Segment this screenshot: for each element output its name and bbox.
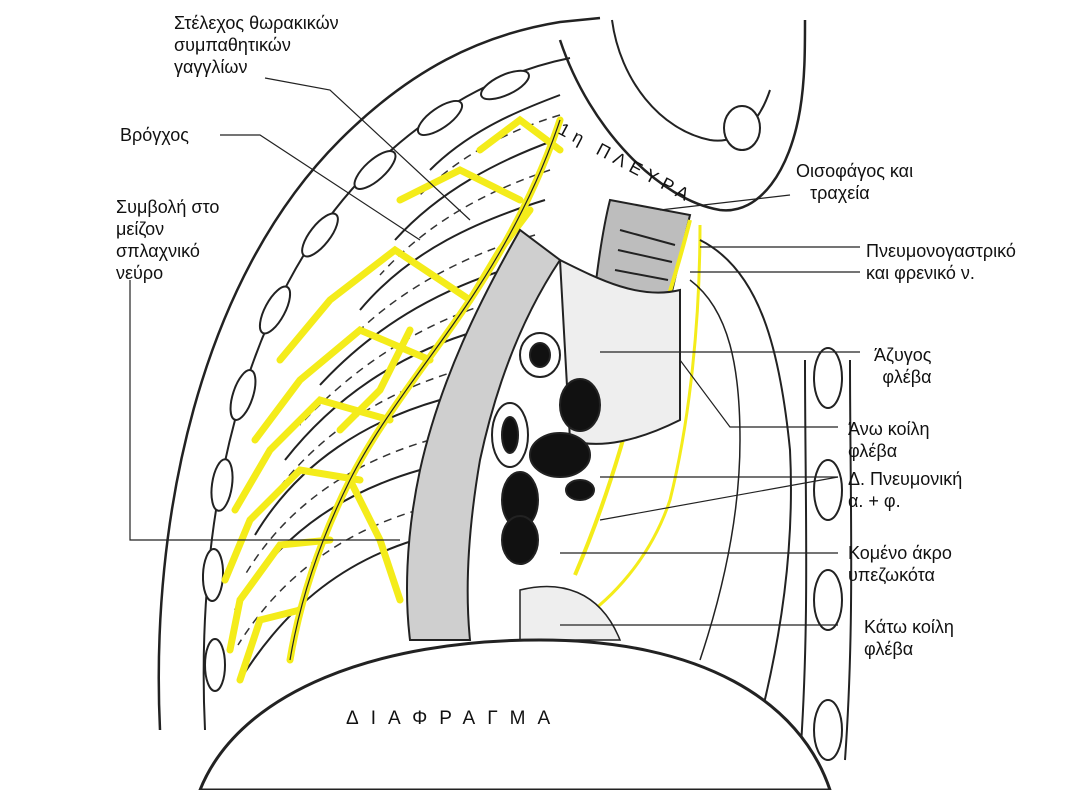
label-line: σπλαχνικό xyxy=(116,240,219,262)
rib-stack-right xyxy=(814,348,842,760)
rib-cross-section xyxy=(724,106,760,150)
label-line: νεύρο xyxy=(116,262,219,284)
label-line: Άζυγος xyxy=(874,344,931,366)
pericardium-inner xyxy=(690,280,740,660)
label-line: φλέβα xyxy=(848,440,930,462)
label-line: Κάτω κοίλη xyxy=(864,616,954,638)
label-pericardium-edge: Κομένο άκρο υπεζωκότα xyxy=(848,542,952,586)
label-ivc: Κάτω κοίλη φλέβα xyxy=(864,616,954,660)
label-line: φλέβα xyxy=(864,638,954,660)
label-vagus-phrenic: Πνευμονογαστρικό και φρενικό ν. xyxy=(866,240,1016,284)
label-line: Στέλεχος θωρακικών xyxy=(174,12,339,34)
right-wall-line xyxy=(800,360,806,760)
label-line: Πνευμονογαστρικό xyxy=(866,240,1016,262)
label-svc: Άνω κοίλη φλέβα xyxy=(848,418,930,462)
label-line: Συμβολή στο xyxy=(116,196,219,218)
label-line: Οισοφάγος και xyxy=(796,160,913,182)
label-line: μείζον xyxy=(116,218,219,240)
label-line: και φρενικό ν. xyxy=(866,262,1016,284)
label-splanchnic: Συμβολή στο μείζον σπλαχνικό νεύρο xyxy=(116,196,219,284)
label-line: γαγγλίων xyxy=(174,56,339,78)
label-line: Βρόγχος xyxy=(120,124,189,146)
label-line: Άνω κοίλη xyxy=(848,418,930,440)
label-sympathetic-trunk: Στέλεχος θωρακικών συμπαθητικών γαγγλίων xyxy=(174,12,339,78)
descending-vessel xyxy=(407,230,560,640)
label-line: Δ. Πνευμονική xyxy=(848,468,962,490)
label-line: συμπαθητικών xyxy=(174,34,339,56)
label-line: υπεζωκότα xyxy=(848,564,952,586)
label-esophagus: Οισοφάγος και τραχεία xyxy=(796,160,913,204)
label-line: τραχεία xyxy=(796,182,913,204)
pericardium xyxy=(700,240,791,720)
label-line: φλέβα xyxy=(874,366,931,388)
label-azygos: Άζυγος φλέβα xyxy=(874,344,931,388)
label-bronchus: Βρόγχος xyxy=(120,124,189,146)
label-line: α. + φ. xyxy=(848,490,962,512)
label-line: Κομένο άκρο xyxy=(848,542,952,564)
label-diaphragm: ΔΙΑΦΡΑΓΜΑ xyxy=(346,708,562,730)
inferior-vena-cava xyxy=(520,587,620,640)
label-pulmonary: Δ. Πνευμονική α. + φ. xyxy=(848,468,962,512)
